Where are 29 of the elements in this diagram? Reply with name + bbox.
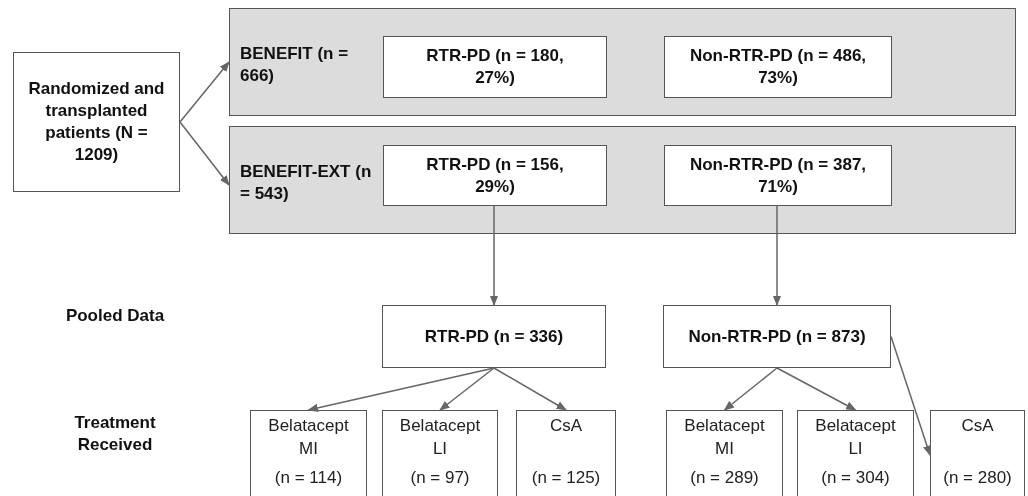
arrow — [489, 204, 499, 307]
treatment-box: Belatacept MI (n = 289) — [666, 410, 783, 496]
treatment-box: Belatacept MI (n = 114) — [250, 410, 367, 496]
group-box: Non-RTR-PD (n = 486, 73%) — [664, 36, 892, 98]
treatment-box: CsA (n = 125) — [516, 410, 616, 496]
arrow — [179, 121, 230, 186]
row-label: Treatment Received — [73, 412, 157, 456]
study-label: BENEFIT (n = 666) — [240, 43, 350, 87]
arrow — [776, 367, 857, 411]
study-label: BENEFIT-EXT (n = 543) — [240, 161, 373, 205]
group-box: Non-RTR-PD (n = 387, 71%) — [664, 145, 892, 206]
arrow — [307, 367, 495, 412]
group-box: RTR-PD (n = 336) — [382, 305, 606, 368]
treatment-box: CsA (n = 280) — [930, 410, 1025, 496]
treatment-box: Belatacept LI (n = 304) — [797, 410, 914, 496]
treatment-box: Belatacept LI (n = 97) — [382, 410, 498, 496]
group-box: RTR-PD (n = 180, 27%) — [383, 36, 607, 98]
study-panel — [229, 126, 1016, 234]
start-box: Randomized and transplanted patients (N = 1209) — [13, 52, 180, 192]
group-box: RTR-PD (n = 156, 29%) — [383, 145, 607, 206]
arrow — [439, 367, 495, 411]
arrow — [772, 204, 782, 307]
row-label: Pooled Data — [64, 305, 166, 327]
arrow — [723, 367, 778, 411]
group-box: Non-RTR-PD (n = 873) — [663, 305, 891, 368]
arrow — [890, 335, 932, 456]
study-panel — [229, 8, 1016, 116]
arrow — [493, 367, 567, 411]
arrow — [179, 61, 230, 123]
